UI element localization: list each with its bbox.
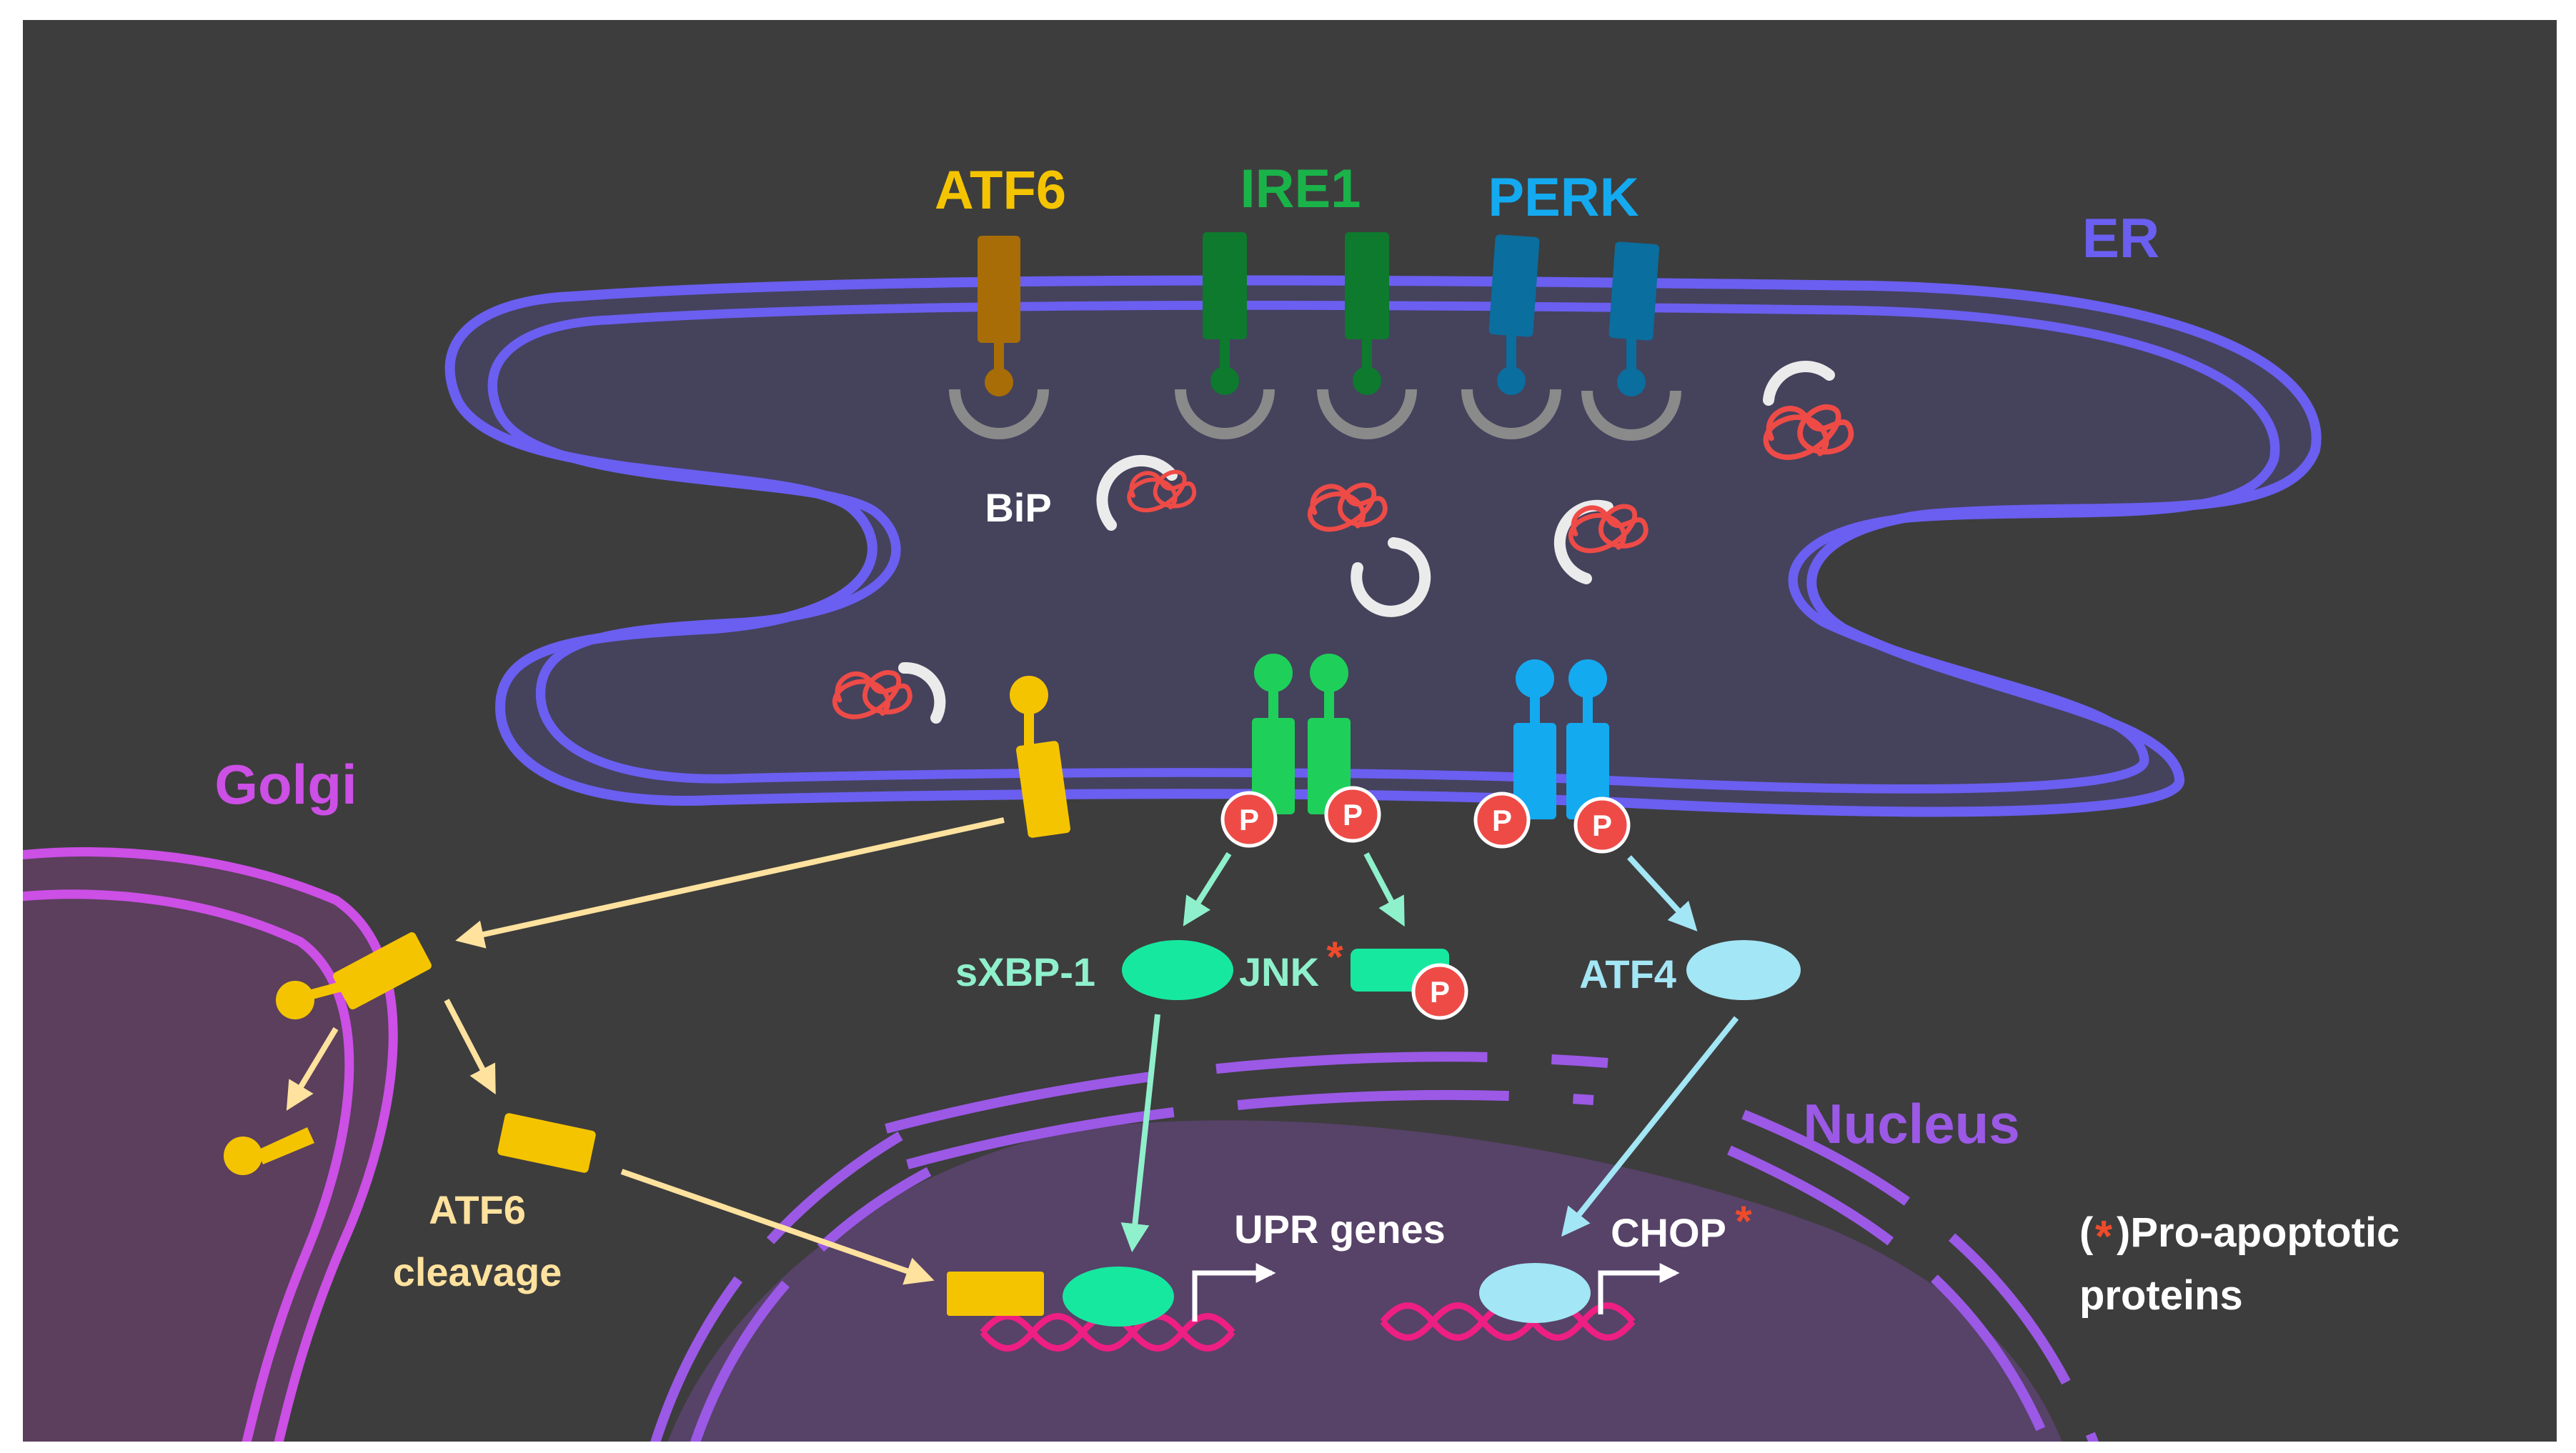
jnk-protein: P — [1351, 949, 1468, 1020]
arrow-sxbp1-to-nucleus — [1120, 1014, 1160, 1252]
perk-active-dimer — [1513, 659, 1609, 819]
atf6-bound-dna — [947, 1272, 1044, 1316]
atf6-title: ATF6 — [935, 160, 1066, 221]
arrow-atf4-to-nucleus — [1561, 1016, 1739, 1237]
arrow-ire1-to-jnk — [1363, 852, 1405, 927]
arrow-golgi-to-cytosolic-fragment — [444, 999, 496, 1095]
svg-text:P: P — [1343, 798, 1363, 832]
ire1-inactive-sensor-1 — [1203, 232, 1247, 395]
bip-bound-ire1-1 — [1175, 389, 1275, 439]
phospho-badge-ire1-2: P — [1324, 786, 1381, 843]
bip-chaperone-1 — [1096, 454, 1178, 531]
arrow-atf6-to-golgi — [455, 817, 1005, 949]
sxbp1-label: sXBP-1 — [955, 949, 1095, 994]
nucleus-label: Nucleus — [1803, 1092, 2019, 1155]
chop-asterisk: * — [1735, 1197, 1752, 1245]
ire1-inactive-sensor-2 — [1345, 232, 1389, 395]
sxbp1-protein — [1122, 940, 1233, 1000]
jnk-label: JNK — [1239, 949, 1319, 994]
bip-chaperone-4 — [1763, 361, 1835, 406]
svg-text:P: P — [1430, 975, 1450, 1009]
atf6-inactive-sensor — [978, 236, 1020, 396]
svg-text:P: P — [1592, 809, 1612, 842]
svg-text:P: P — [1239, 803, 1259, 837]
legend-asterisk: * — [2095, 1212, 2113, 1262]
legend-text-line1: )Pro-apoptotic — [2117, 1209, 2400, 1256]
phospho-badge-perk-2: P — [1573, 797, 1631, 854]
transcription-arrow-upr — [1192, 1263, 1276, 1322]
bip-chaperone-2 — [1351, 537, 1431, 617]
phospho-badge-perk-1: P — [1473, 792, 1531, 849]
upr-genes-label: UPR genes — [1234, 1207, 1446, 1252]
transcription-arrow-chop — [1598, 1263, 1680, 1314]
phospho-badge-ire1-1: P — [1220, 791, 1278, 848]
atf6-in-golgi — [276, 932, 432, 1019]
atf6-cleaved-luminal-fragment — [224, 1127, 314, 1175]
chop-label: CHOP — [1611, 1210, 1726, 1255]
bip-bound-perk-1 — [1461, 389, 1561, 439]
bip-label: BiP — [985, 485, 1051, 530]
bip-bound-perk-2 — [1581, 390, 1681, 441]
atf6-cleavage-label-line1: ATF6 — [429, 1187, 526, 1232]
atf6-cytosolic-fragment — [497, 1113, 596, 1173]
golgi-label: Golgi — [214, 753, 357, 816]
bip-bound-ire1-2 — [1317, 389, 1417, 439]
er-compartment — [444, 275, 2322, 817]
perk-inactive-sensor-1 — [1488, 234, 1540, 395]
legend: ( * )Pro-apoptotic proteins — [2079, 1209, 2400, 1319]
arrow-atf6-to-nucleus — [620, 1169, 935, 1285]
atf4-bound-dna — [1479, 1263, 1591, 1323]
jnk-asterisk: * — [1326, 933, 1343, 981]
perk-title: PERK — [1488, 167, 1638, 228]
ire1-active-dimer — [1252, 654, 1351, 814]
perk-inactive-sensor-2 — [1608, 241, 1660, 396]
legend-text-line2: proteins — [2079, 1272, 2243, 1319]
bip-bound-atf6 — [949, 389, 1049, 439]
arrow-ire1-to-sxbp1 — [1183, 852, 1232, 927]
ire1-title: IRE1 — [1240, 159, 1361, 219]
atf4-label: ATF4 — [1579, 952, 1676, 997]
atf6-cleavage-label-line2: cleavage — [393, 1249, 562, 1294]
arrow-golgi-to-luminal-fragment — [286, 1027, 339, 1111]
svg-text:P: P — [1492, 804, 1512, 837]
sxbp1-bound-dna — [1063, 1267, 1174, 1327]
atf4-protein — [1686, 940, 1801, 1000]
nucleus-compartment — [650, 1052, 2099, 1442]
arrow-perk-to-atf4 — [1627, 855, 1698, 932]
bip-chaperone-5 — [898, 661, 946, 724]
er-label: ER — [2082, 206, 2159, 269]
legend-open-paren: ( — [2079, 1209, 2094, 1256]
atf6-active-sensor — [1010, 676, 1070, 838]
